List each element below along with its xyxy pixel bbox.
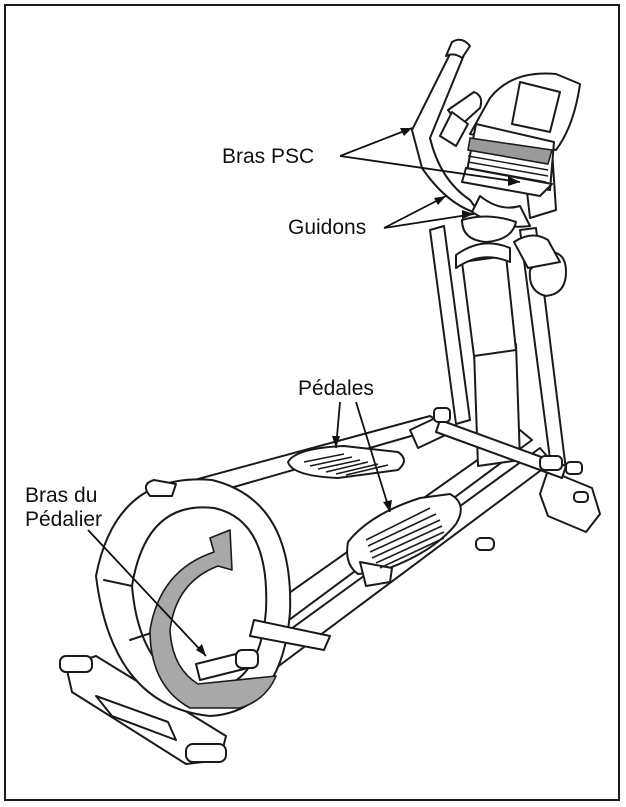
label-bras-du-pedalier-line2: Pédalier <box>25 508 103 531</box>
console-shaded-panel <box>467 137 553 165</box>
leader-bras-psc-1 <box>339 127 413 157</box>
crank-arm <box>195 619 331 681</box>
moving-arms <box>429 225 567 475</box>
callout-arrowheads <box>196 128 520 656</box>
pedal-arm-rails <box>433 407 567 479</box>
console-column <box>455 242 521 467</box>
leader-bras-psc-2 <box>339 155 521 183</box>
front-stabilizer <box>59 655 227 765</box>
pedal-treads <box>303 453 445 569</box>
label-pedales: Pédales <box>298 377 374 400</box>
rear-stabilizer <box>475 461 601 551</box>
label-bras-du-pedalier: Bras du Pédalier <box>25 484 102 532</box>
pedal-rear <box>287 445 405 479</box>
leader-guidons-1 <box>383 195 447 229</box>
leader-bras-pedalier <box>87 529 207 657</box>
label-bras-du-pedalier-line1: Bras du <box>25 484 98 507</box>
leader-guidons-2 <box>383 213 475 229</box>
leader-pedales-2 <box>355 401 391 513</box>
callout-leaders <box>87 127 521 657</box>
label-guidons: Guidons <box>288 216 367 239</box>
label-bras-psc: Bras PSC <box>222 145 315 168</box>
rotation-arrow-icon <box>149 529 277 709</box>
